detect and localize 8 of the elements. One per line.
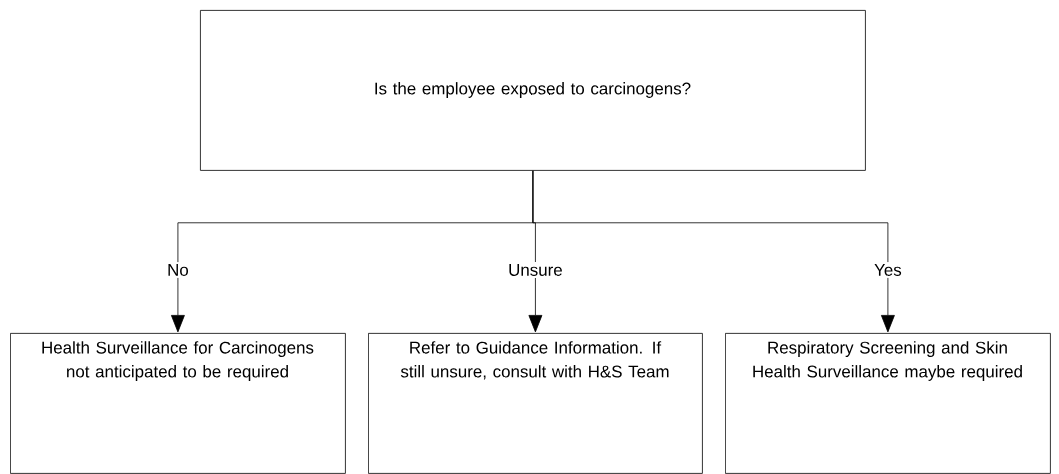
- arrow: [532, 170, 895, 333]
- outcome-box: Refer to Guidance Information. If still unsure, consult with H&S Team: [368, 333, 703, 474]
- edge-label: No: [165, 262, 191, 278]
- edge-label: Unsure: [506, 262, 565, 278]
- outcome-box: Health Surveillance for Carcinogens not anticipated to be required: [10, 333, 346, 474]
- edge-label: Yes: [872, 262, 904, 278]
- question-box: Is the employee exposed to carcinogens?: [200, 10, 866, 171]
- outcome-box: Respiratory Screening and Skin Health Surveillance maybe required: [725, 333, 1051, 474]
